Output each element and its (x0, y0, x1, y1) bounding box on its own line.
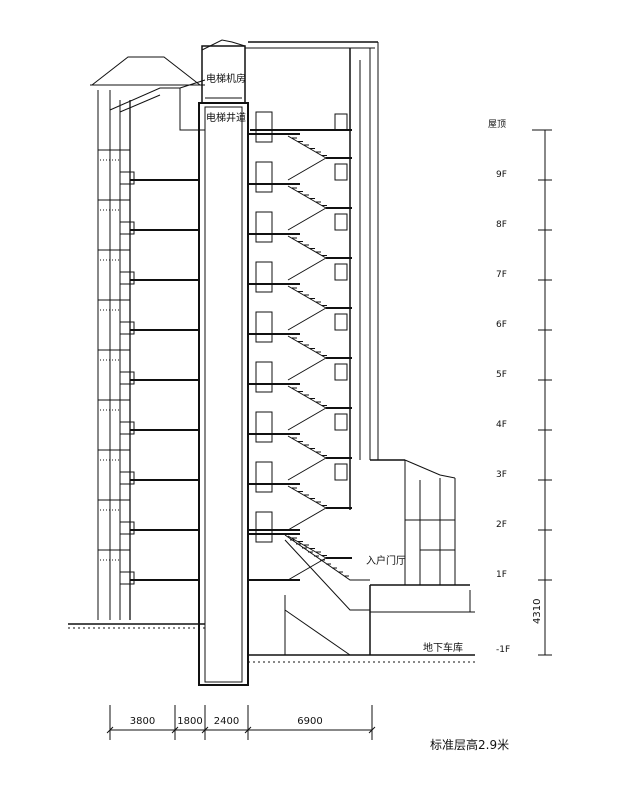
dimension-slash (244, 726, 252, 734)
windows (334, 113, 348, 481)
window (334, 263, 348, 281)
stair-flights (284, 135, 370, 581)
balcony (119, 421, 135, 435)
left-facade (90, 56, 206, 620)
stair-flight (287, 185, 327, 209)
stair-flight (287, 485, 327, 509)
window (334, 113, 348, 131)
window (334, 313, 348, 331)
dimension-label: 2400 (214, 716, 239, 727)
door (255, 211, 273, 243)
stair-flight (287, 535, 327, 559)
level-label: 5F (496, 370, 507, 380)
level-ticks (538, 129, 552, 656)
stair-flight (287, 257, 327, 281)
window (334, 363, 348, 381)
level-label: 6F (496, 320, 507, 330)
stair-flight (287, 285, 327, 309)
stair-flight (287, 335, 327, 359)
stair-flight (287, 407, 327, 431)
level-labels: 屋顶 9F 8F 7F 6F 5F 4F 3F 2F 1F -1F (488, 119, 510, 655)
dimension-slash (106, 726, 114, 734)
dimension-label: 6900 (297, 716, 322, 727)
floor-height-note: 标准层高2.9米 (430, 737, 509, 752)
level-label: 4F (496, 420, 507, 430)
balcony (119, 171, 135, 185)
balcony (119, 271, 135, 285)
elevator-shaft (198, 39, 249, 686)
window (334, 413, 348, 431)
machine-room-label: 电梯机房 (206, 72, 246, 85)
level-label: 9F (496, 170, 507, 180)
stair-flight (287, 135, 327, 159)
stair-flight (287, 435, 327, 459)
dimension-chain: 3800 1800 2400 6900 (106, 705, 376, 740)
stair-flight (287, 157, 327, 181)
door (255, 261, 273, 293)
level-label: -1F (496, 645, 510, 655)
dimension-label: 3800 (130, 716, 155, 727)
dimension-labels: 3800 1800 2400 6900 (130, 716, 323, 727)
window (334, 213, 348, 231)
dimension-label: 1800 (177, 716, 202, 727)
door (255, 411, 273, 443)
level-label: 3F (496, 470, 507, 480)
level-label: 屋顶 (488, 119, 506, 130)
garage-label: 地下车库 (423, 641, 463, 654)
balcony (119, 221, 135, 235)
stair-flight (287, 357, 327, 381)
door (255, 311, 273, 343)
level-label: 7F (496, 270, 507, 280)
door (255, 511, 273, 543)
floor-slabs (130, 133, 352, 581)
total-height-label: 4310 (532, 599, 543, 624)
door (255, 111, 273, 143)
balcony (119, 371, 135, 385)
door (255, 361, 273, 393)
stair-flight (287, 385, 327, 409)
basement-stair (284, 539, 370, 656)
entrance-hall-label: 入户门厅 (366, 554, 406, 567)
door (255, 461, 273, 493)
window (334, 463, 348, 481)
door (255, 161, 273, 193)
balcony (119, 321, 135, 335)
dimension-ticks (106, 705, 376, 740)
balcony (119, 471, 135, 485)
shaft-label: 电梯井道 (206, 111, 246, 124)
stair-flight (287, 207, 327, 231)
level-scale: 屋顶 9F 8F 7F 6F 5F 4F 3F 2F 1F -1F 4310 (488, 119, 552, 656)
facade-floor-bands (98, 149, 135, 585)
doors (255, 111, 273, 543)
dimension-slash (201, 726, 209, 734)
stair-flight (287, 307, 327, 331)
dimension-slash (368, 726, 376, 734)
stair-flight (287, 507, 327, 531)
stair-flight (284, 534, 370, 581)
dimension-slash (171, 726, 179, 734)
stair-flight (287, 557, 327, 581)
level-label: 2F (496, 520, 507, 530)
stair-flight (287, 457, 327, 481)
stair-flight (287, 235, 327, 259)
window (334, 163, 348, 181)
level-label: 8F (496, 220, 507, 230)
balcony (119, 571, 135, 585)
level-label: 1F (496, 570, 507, 580)
balcony (119, 521, 135, 535)
ground (68, 611, 475, 663)
